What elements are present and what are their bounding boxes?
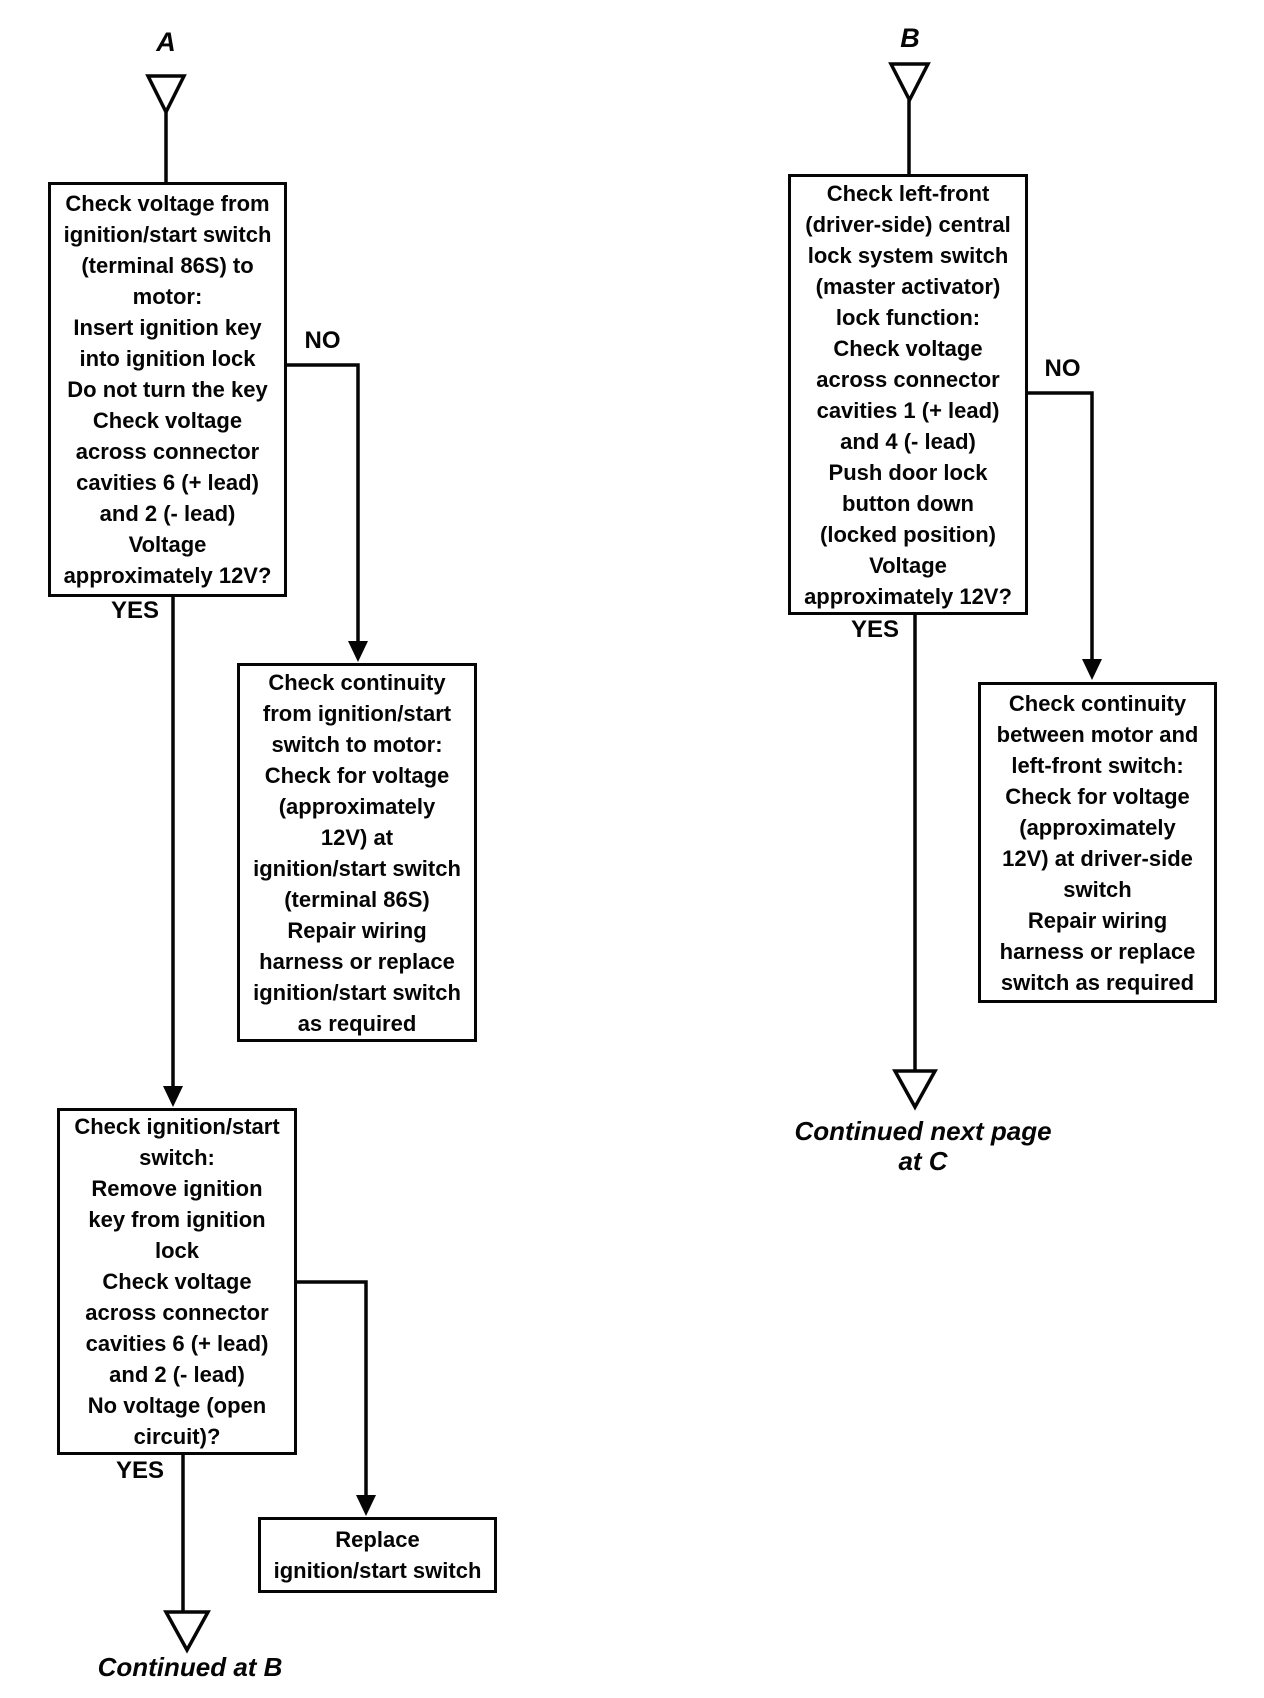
flow-box-check-continuity-motor-left-front: Check continuity between motor and left-…: [978, 682, 1217, 1003]
b1-no-arrowhead: [1082, 659, 1102, 680]
flow-box-check-left-front-lock-switch: Check left-front (driver-side) central l…: [788, 174, 1028, 615]
a1-no-line: [285, 363, 360, 644]
continued-at-b-label: Continued at B: [97, 1652, 283, 1682]
continued-next-page-at-c-label: Continued next page at C: [794, 1116, 1052, 1176]
connector-b-label: B: [900, 23, 920, 53]
a1-no-arrowhead: [348, 641, 368, 662]
flow-box-check-continuity-ignition-to-motor: Check continuity from ignition/start swi…: [237, 663, 477, 1042]
flow-box-replace-ignition-start-switch: Replace ignition/start switch: [258, 1517, 497, 1593]
connector-a-label: A: [156, 27, 176, 57]
branch-label-a1-no: NO: [304, 327, 341, 354]
connector-b-triangle-icon: [888, 62, 931, 104]
branch-label-b1-yes: YES: [850, 616, 900, 643]
branch-label-b1-no: NO: [1044, 355, 1081, 382]
a3-no-arrowhead: [356, 1495, 376, 1516]
flow-box-check-ignition-start-switch: Check ignition/start switch: Remove igni…: [57, 1108, 297, 1455]
a1-yes-arrowhead: [163, 1086, 183, 1107]
b1-no-line: [1028, 391, 1094, 662]
continued-left-triangle-icon: [163, 1610, 211, 1654]
connector-a-triangle-icon: [145, 74, 187, 116]
a3-no-line: [295, 1280, 368, 1498]
branch-label-a1-yes: YES: [110, 597, 160, 624]
flow-box-check-voltage-ignition-switch: Check voltage from ignition/start switch…: [48, 182, 287, 597]
branch-label-a3-yes: YES: [115, 1457, 165, 1484]
continued-right-triangle-icon: [892, 1069, 938, 1111]
